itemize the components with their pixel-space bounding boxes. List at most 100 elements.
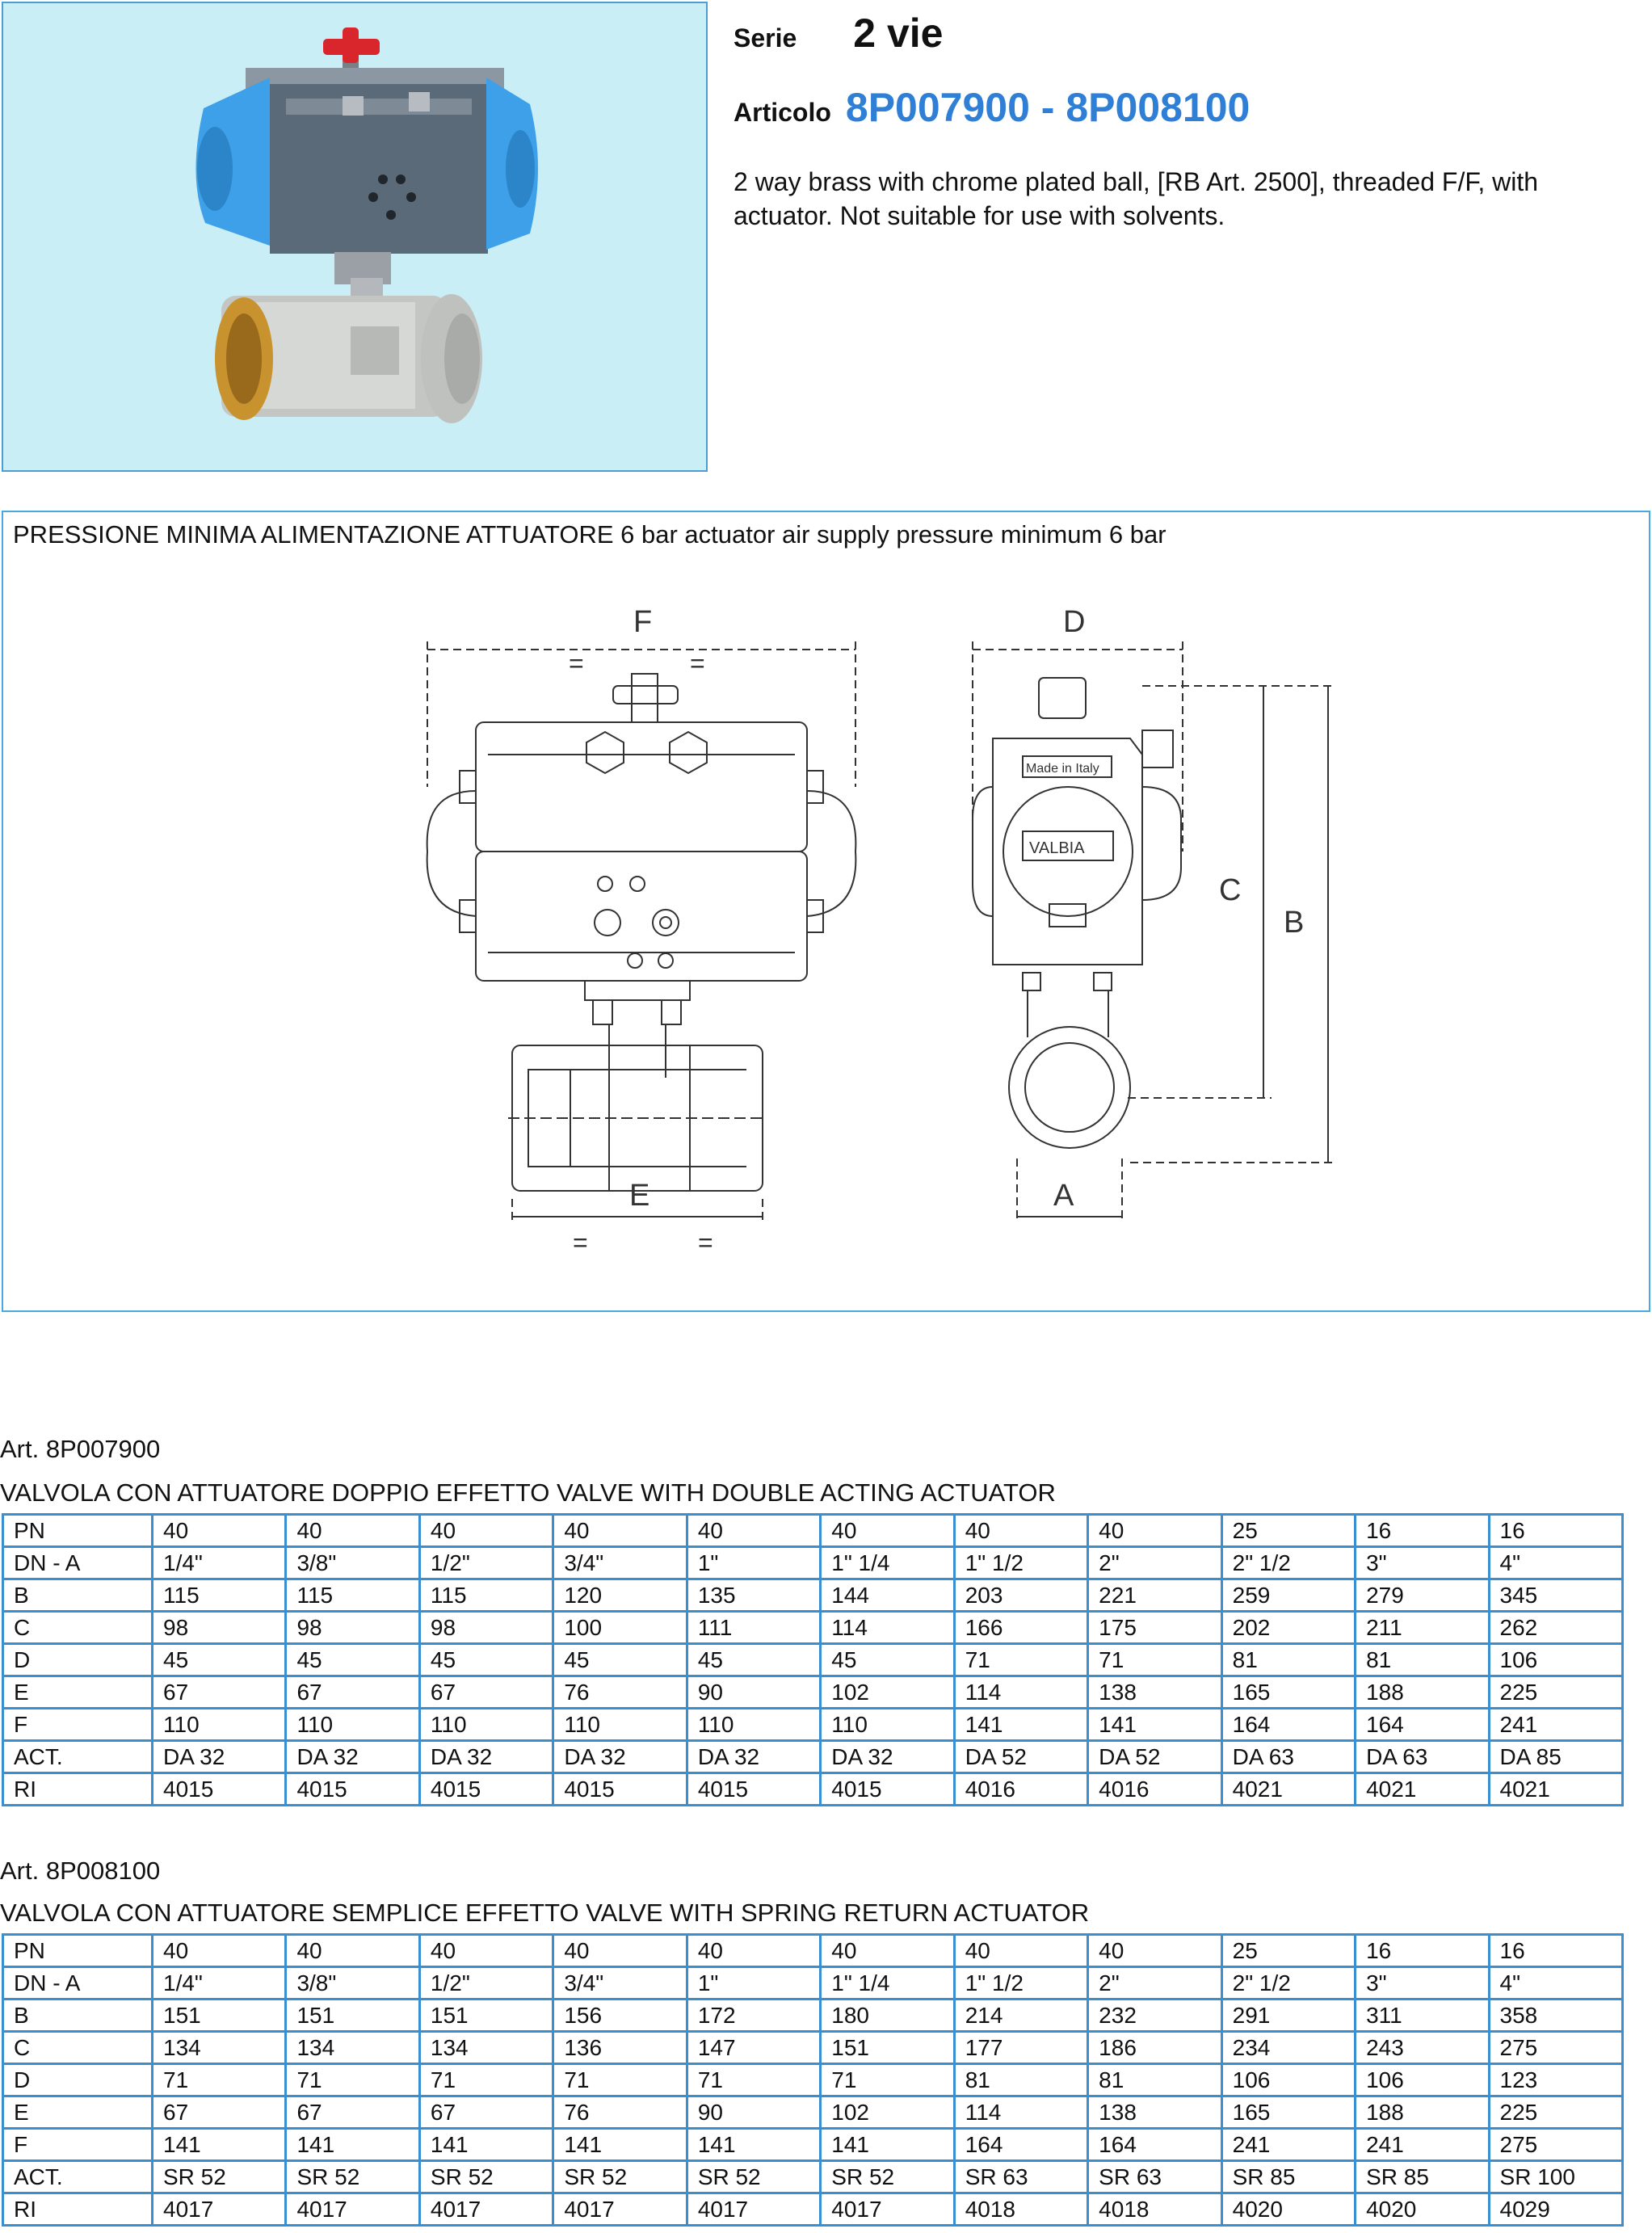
table-cell: 166 — [952, 1610, 1090, 1645]
serie-value: 2 vie — [853, 11, 944, 56]
table-cell: 279 — [1354, 1578, 1490, 1613]
dim-D: D — [1063, 605, 1085, 639]
eq-E-right: = — [698, 1228, 713, 1257]
table-cell: 16 — [1487, 1513, 1625, 1548]
table-cell: 3" — [1354, 1545, 1490, 1580]
table-cell: 3/8" — [284, 1966, 421, 2000]
table1-title: VALVOLA CON ATTUATORE DOPPIO EFFETTO VAL… — [0, 1478, 1056, 1507]
table-cell: 4017 — [284, 2192, 421, 2227]
table-cell: 40 — [284, 1933, 421, 1968]
table-cell: 243 — [1354, 2030, 1490, 2065]
table-cell: 3" — [1354, 1966, 1490, 2000]
table-cell: 90 — [685, 1675, 822, 1709]
table1-art: Art. 8P007900 — [0, 1435, 161, 1463]
table-cell: 71 — [1087, 1642, 1223, 1677]
table-cell: 138 — [1087, 2095, 1223, 2130]
valve-actuator-illustration — [195, 27, 538, 423]
table-cell: DA 32 — [552, 1739, 688, 1774]
table-cell: 172 — [685, 1998, 822, 2033]
table-cell: 45 — [685, 1642, 822, 1677]
table-cell: 203 — [952, 1578, 1090, 1613]
table-cell: 147 — [685, 2030, 822, 2065]
table-cell: 40 — [150, 1513, 288, 1548]
table-cell: 115 — [150, 1578, 288, 1613]
table-cell: 106 — [1220, 2063, 1357, 2097]
table-cell: SR 52 — [418, 2159, 555, 2194]
table-cell: DA 85 — [1487, 1739, 1625, 1774]
row-header-cell: D — [2, 2063, 153, 2097]
table-cell: 40 — [952, 1513, 1090, 1548]
table-cell: 71 — [150, 2063, 288, 2097]
table-cell: 123 — [1487, 2063, 1625, 2097]
table-cell: 1/2" — [418, 1966, 555, 2000]
row-header-cell: DN - A — [2, 1545, 153, 1580]
table-cell: 81 — [952, 2063, 1090, 2097]
table-cell: 4017 — [418, 2192, 555, 2227]
table-cell: 241 — [1487, 1707, 1625, 1742]
table-cell: 1" — [685, 1545, 822, 1580]
row-header-cell: E — [2, 1675, 153, 1709]
table-cell: 358 — [1487, 1998, 1625, 2033]
table-cell: 165 — [1220, 2095, 1357, 2130]
dim-E: E — [629, 1179, 649, 1213]
table-cell: 4016 — [952, 1772, 1090, 1806]
table-cell: 4020 — [1354, 2192, 1490, 2227]
articolo-label: Articolo — [734, 98, 831, 127]
table-cell: 40 — [819, 1933, 956, 1968]
row-header-cell: F — [2, 1707, 153, 1742]
dim-A: A — [1053, 1179, 1074, 1213]
table-cell: 98 — [284, 1610, 421, 1645]
table-cell: 45 — [418, 1642, 555, 1677]
table-cell: 16 — [1354, 1933, 1490, 1968]
table-cell: 4021 — [1487, 1772, 1625, 1806]
table-cell: 1/4" — [150, 1966, 288, 2000]
table-cell: 111 — [685, 1610, 822, 1645]
table-cell: 3/8" — [284, 1545, 421, 1580]
table-cell: 98 — [150, 1610, 288, 1645]
table-cell: 1" 1/4 — [819, 1966, 956, 2000]
table-cell: 4018 — [952, 2192, 1090, 2227]
table-cell: DA 52 — [952, 1739, 1090, 1774]
table-cell: 40 — [552, 1933, 688, 1968]
table-cell: 291 — [1220, 1998, 1357, 2033]
table-cell: 4015 — [819, 1772, 956, 1806]
table-cell: 2" 1/2 — [1220, 1545, 1357, 1580]
table-cell: 120 — [552, 1578, 688, 1613]
table-cell: DA 32 — [685, 1739, 822, 1774]
table-cell: 106 — [1354, 2063, 1490, 2097]
table-cell: 141 — [418, 2127, 555, 2162]
table-cell: 151 — [150, 1998, 288, 2033]
table-cell: 81 — [1087, 2063, 1223, 2097]
table-cell: 138 — [1087, 1675, 1223, 1709]
dim-B: B — [1284, 906, 1304, 940]
table-cell: 67 — [284, 1675, 421, 1709]
table-cell: 211 — [1354, 1610, 1490, 1645]
table-cell: 151 — [284, 1998, 421, 2033]
table-cell: 40 — [150, 1933, 288, 1968]
row-header-cell: PN — [2, 1933, 153, 1968]
table-cell: 40 — [1087, 1933, 1223, 1968]
table-cell: 4018 — [1087, 2192, 1223, 2227]
table-cell: 134 — [418, 2030, 555, 2065]
table-cell: 71 — [552, 2063, 688, 2097]
table-cell: 151 — [418, 1998, 555, 2033]
table-cell: 4016 — [1087, 1772, 1223, 1806]
table-cell: 98 — [418, 1610, 555, 1645]
table-cell: 67 — [150, 2095, 288, 2130]
table-cell: 40 — [1087, 1513, 1223, 1548]
table-cell: 40 — [418, 1933, 555, 1968]
row-header-cell: C — [2, 2030, 153, 2065]
table-cell: 40 — [418, 1513, 555, 1548]
table-cell: 241 — [1220, 2127, 1357, 2162]
table-cell: 165 — [1220, 1675, 1357, 1709]
table-cell: 71 — [284, 2063, 421, 2097]
technical-drawing: PRESSIONE MINIMA ALIMENTAZIONE ATTUATORE… — [2, 511, 1650, 1312]
